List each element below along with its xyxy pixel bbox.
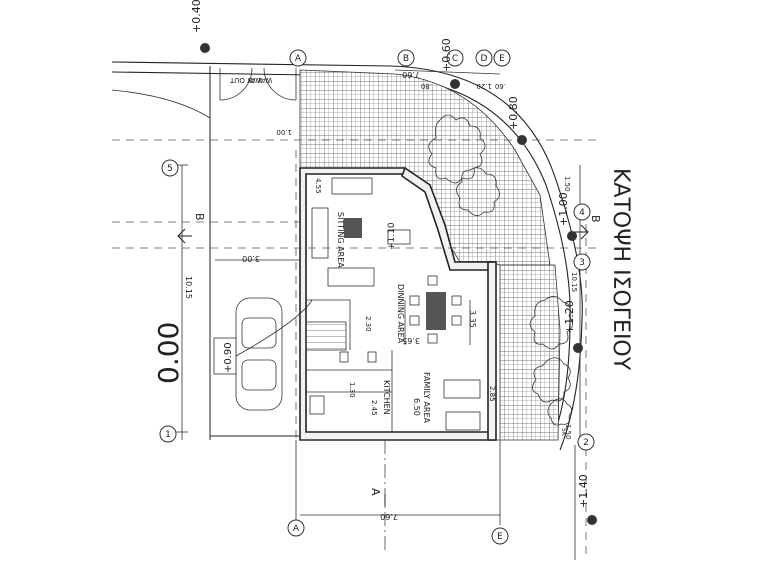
- grid-bubble-a-bottom: A: [293, 524, 300, 534]
- level-parking: +0.90: [223, 342, 234, 373]
- grid-bubble-b-top: B: [403, 54, 409, 64]
- level-bottom: +1.40: [577, 474, 590, 508]
- dim-5k: 5K: [560, 428, 567, 437]
- grid-bubbles: A B C D E 5 1 4 3 2 A E: [159, 49, 595, 545]
- dim-150b: 1.50: [564, 424, 572, 440]
- dim-1015b: 10.15: [570, 272, 578, 292]
- grid-bubble-a-top: A: [295, 54, 302, 64]
- section-b-right: B: [589, 215, 602, 223]
- dim-300: 3.00: [242, 254, 260, 263]
- dim-455: 4.55: [314, 178, 322, 194]
- room-sitting: SITTING AREA: [336, 212, 345, 268]
- section-a-bottom: A: [369, 488, 382, 496]
- stair-landing: [306, 299, 351, 350]
- grid-bubble-c-top: C: [452, 54, 458, 64]
- level-top-right-b: +0.80: [507, 96, 520, 130]
- dim-100: 1.00: [276, 128, 292, 136]
- tree-icon: [428, 114, 573, 426]
- dim-335: 3.35: [468, 310, 477, 328]
- level-right-lower: +1.20: [563, 300, 576, 334]
- dimension-texts: 7.60 .80 1.20 .60 1.00 4.55 3.00 10.15 3…: [184, 70, 578, 521]
- dim-120: 1.20: [476, 82, 492, 90]
- way-in-label: WAY IN: [248, 76, 273, 84]
- level-markers: +0.40 +0.60 +0.80 +1.00 +1.20 +1.40 +1.1…: [190, 0, 597, 525]
- grid-bubble-2: 2: [583, 438, 589, 448]
- entry-gates: WAY IN WAY OUT: [219, 67, 297, 101]
- level-right-mid: +1.00: [557, 192, 570, 226]
- dining-table: [426, 292, 446, 330]
- room-family: FAMILY AREA: [422, 372, 431, 424]
- grid-bubble-d-top: D: [481, 54, 488, 64]
- dim-1015: 10.15: [184, 276, 193, 299]
- coffee-table: [344, 218, 362, 238]
- dim-760-bottom: 7.60: [380, 512, 398, 521]
- level-interior: +1.10: [387, 222, 397, 250]
- section-marks: B B A: [177, 213, 602, 506]
- way-out-label: WAY OUT: [229, 76, 262, 84]
- dim-230: 2.30: [364, 316, 372, 332]
- room-labels: SITTING AREA DINNING AREA KITCHEN FAMILY…: [336, 212, 431, 424]
- site-boundary: [111, 61, 583, 451]
- dim-150: 1.50: [563, 176, 571, 192]
- car-icon: [235, 297, 283, 411]
- dim-365: 3.65: [402, 336, 420, 345]
- dim-080: .80: [421, 82, 432, 90]
- room-kitchen: KITCHEN: [382, 380, 391, 415]
- room-dining: DINNING AREA: [396, 284, 405, 344]
- grid-bubble-e-top: E: [499, 54, 505, 64]
- ground-level-label: 0.00: [152, 322, 185, 384]
- dim-245: 2.45: [370, 400, 378, 416]
- dim-060: .60: [495, 82, 506, 90]
- grid-bubble-1: 1: [165, 430, 171, 440]
- level-top-right-a: +0.60: [440, 38, 453, 72]
- stairs: [305, 321, 347, 351]
- grid-bubble-5: 5: [167, 164, 173, 174]
- dim-760-top: 7.60: [402, 70, 420, 79]
- dim-650: 6.50: [412, 398, 421, 416]
- furniture: [309, 177, 481, 431]
- grid-bubble-e-bottom: E: [497, 532, 503, 542]
- section-b-left: B: [193, 213, 206, 221]
- level-top: +0.40: [190, 0, 203, 33]
- drawing-title: ΚΑΤΟΨΗ ΙΣΟΓΕΙΟΥ: [608, 168, 633, 371]
- paved-areas: [299, 69, 561, 441]
- grid-bubble-3: 3: [579, 258, 585, 268]
- dim-130: 1.30: [348, 382, 356, 398]
- grid-bubble-4: 4: [579, 208, 585, 218]
- dim-285: 2.85: [488, 386, 496, 402]
